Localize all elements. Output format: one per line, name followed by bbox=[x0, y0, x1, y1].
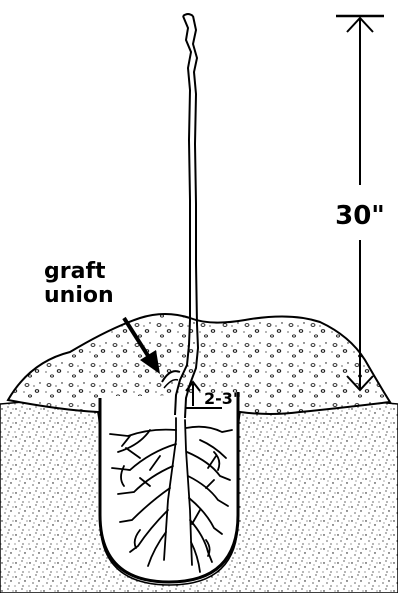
height-label: 30" bbox=[335, 201, 385, 231]
graft-label-line2: union bbox=[44, 283, 114, 308]
depth-label: 2-3" bbox=[204, 389, 241, 408]
graft-label-line1: graft bbox=[44, 259, 106, 284]
